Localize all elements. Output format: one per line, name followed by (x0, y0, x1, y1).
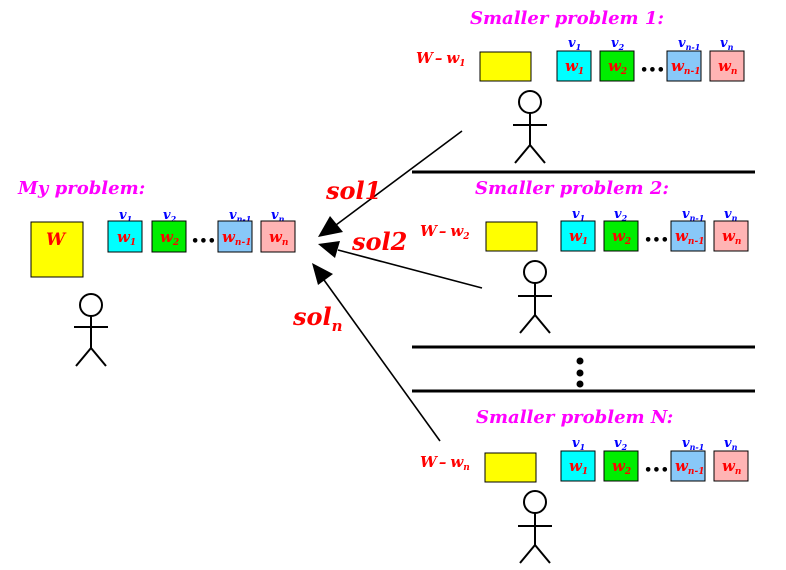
spn-item-2-weight: w2 (612, 457, 631, 477)
sp2-item-1-value: v1 (572, 207, 585, 223)
sp1-item-2-weight: w2 (608, 57, 627, 77)
sp1-item-n-1-box (666, 50, 702, 82)
solution-arrows (312, 130, 483, 442)
arrow-soln-head (312, 263, 333, 285)
my-item-2-value: v2 (163, 208, 177, 224)
my-item-1-value: v1 (119, 208, 132, 224)
my-item-1: v1 w1 (107, 208, 143, 253)
subproblem-2-title: Smaller problem 2: (475, 178, 669, 199)
spn-item-2-box (603, 450, 639, 482)
sol2-label: sol2 (351, 227, 407, 256)
my-item-2-box (151, 220, 187, 253)
subproblem-n-title: Smaller problem N: (476, 407, 673, 428)
my-item-n-1-box (217, 220, 253, 253)
spn-stick-figure (518, 490, 552, 564)
spn-item-n-1-value: vn-1 (682, 436, 704, 452)
arrow-sol2-head (318, 241, 340, 258)
sp1-item-n-box (709, 50, 745, 82)
spn-item-2-value: v2 (614, 436, 628, 452)
my-item-n-value: vn (271, 208, 285, 224)
sp2-item-n-box (713, 220, 749, 252)
my-item-1-box (107, 220, 143, 253)
spn-item-n-1-weight: wn-1 (675, 457, 704, 477)
sol1-label: sol1 (325, 176, 381, 205)
sp1-stick-figure (513, 90, 547, 164)
sp2-item-n-weight: wn (722, 227, 741, 247)
my-item-n-1-weight: wn-1 (222, 228, 251, 248)
soln-label: soln (292, 302, 343, 335)
my-item-n: vn wn (260, 208, 296, 253)
my-item-n-weight: wn (269, 228, 288, 248)
sp1-item-2-value: v2 (611, 36, 625, 52)
subproblem-n-capacity: W–wn (420, 453, 470, 473)
my-stick-figure (74, 293, 108, 367)
my-item-n-1-value: vn-1 (229, 208, 251, 224)
spn-item-1-box (560, 450, 596, 482)
sp2-item-1-box (560, 220, 596, 252)
spn-item-n-weight: wn (722, 457, 741, 477)
my-problem-title: My problem: (17, 178, 145, 199)
sp2-item-2-weight: w2 (612, 227, 631, 247)
my-item-2: v2 w2 (151, 208, 187, 253)
subproblem-1-group: Smaller problem 1: W–w1 v1 w1 v2 w2 ••• … (416, 8, 745, 164)
sp1-ellipsis: ••• (640, 63, 665, 78)
sp2-item-n-1-box (670, 220, 706, 252)
sp2-items: v1 w1 v2 w2 ••• vn-1 wn-1 vn wn (560, 207, 749, 252)
sp2-item-2-value: v2 (614, 207, 628, 223)
arrow-sol1 (335, 130, 463, 226)
sp1-items: v1 w1 v2 w2 ••• vn-1 wn-1 vn wn (556, 36, 745, 82)
sp1-item-1-value: v1 (568, 36, 581, 52)
sp2-item-2-box (603, 220, 639, 252)
vertical-ellipsis (576, 357, 584, 388)
subproblem-2-group: Smaller problem 2: W–w2 v1 w1 v2 w2 ••• … (420, 178, 749, 334)
sp1-item-1-box (556, 50, 592, 82)
my-problem-group: My problem: W v1 w1 v2 w2 ••• vn-1 wn-1 … (17, 178, 296, 367)
arrow-sol1-head (318, 216, 343, 237)
spn-item-n-box (713, 450, 749, 482)
subproblem-1-title: Smaller problem 1: (470, 8, 664, 29)
sp1-item-1-weight: w1 (565, 57, 584, 77)
my-item-1-weight: w1 (117, 228, 136, 248)
sp2-item-1-weight: w1 (569, 227, 588, 247)
subproblem-n-group: Smaller problem N: W–wn v1 w1 v2 w2 ••• … (420, 407, 749, 564)
sp2-ellipsis: ••• (644, 233, 669, 248)
arrow-sol2 (337, 249, 483, 289)
my-capacity-box (30, 221, 84, 278)
sp1-item-n-weight: wn (718, 57, 737, 77)
my-ellipsis: ••• (191, 234, 216, 249)
spn-items: v1 w1 v2 w2 ••• vn-1 wn-1 vn wn (560, 436, 749, 482)
subproblem-2-capacity: W–w2 (420, 222, 470, 242)
sp1-item-n-value: vn (720, 36, 734, 52)
spn-item-1-value: v1 (572, 436, 585, 452)
subproblem-1-capacity: W–w1 (416, 49, 466, 69)
sp2-item-n-value: vn (724, 207, 738, 223)
subproblem-2-capacity-box (485, 221, 538, 252)
my-item-n-box (260, 220, 296, 253)
sp1-item-n-1-value: vn-1 (678, 36, 700, 52)
my-item-n-1: vn-1 wn-1 (217, 208, 253, 253)
spn-item-n-1-box (670, 450, 706, 482)
spn-ellipsis: ••• (644, 463, 669, 478)
sp2-stick-figure (518, 260, 552, 334)
sp2-item-n-1-value: vn-1 (682, 207, 704, 223)
sp1-item-2-box (599, 50, 635, 82)
my-capacity-label: W (46, 230, 67, 250)
sp1-item-n-1-weight: wn-1 (671, 57, 700, 77)
subproblem-1-capacity-box (479, 51, 532, 82)
subproblem-n-capacity-box (484, 452, 537, 483)
arrow-soln (323, 279, 441, 442)
spn-item-1-weight: w1 (569, 457, 588, 477)
spn-item-n-value: vn (724, 436, 738, 452)
sp2-item-n-1-weight: wn-1 (675, 227, 704, 247)
my-item-2-weight: w2 (160, 228, 179, 248)
